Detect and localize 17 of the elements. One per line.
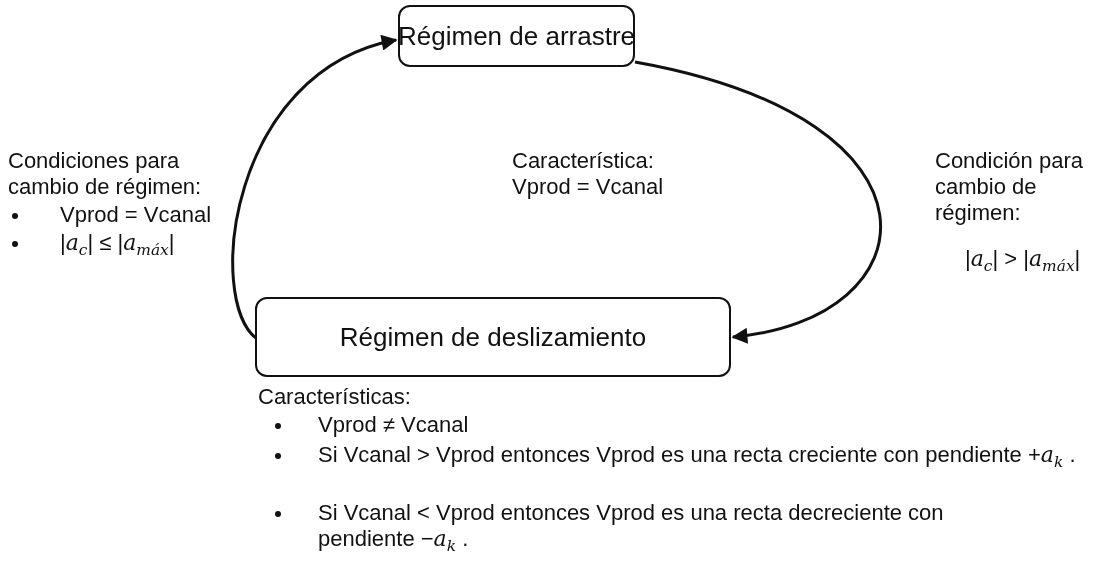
- note: |a$_{c}$| > |a$_{máx}$|: [965, 246, 1081, 278]
- node-caption: Si Vcanal < Vprod entonces Vprod es una recta decreciente con pendiente −a$_{k}$ .: [318, 500, 945, 558]
- node-label: Régimen de arrastre: [398, 20, 635, 52]
- process-box: [398, 5, 635, 67]
- process-box: [255, 297, 731, 377]
- curved-arrow: [634, 60, 882, 343]
- node-label: Régimen de deslizamiento: [339, 321, 647, 353]
- note: Condiciones para cambio de régimen:: [8, 148, 203, 200]
- node-caption: Vprod = Vcanal: [512, 174, 664, 200]
- node-caption: Si Vcanal > Vprod entonces Vprod es una recta creciente con pendiente +a$_{k}$ .: [318, 442, 1077, 474]
- bullet-text: Vprod = Vcanal: [60, 202, 212, 228]
- node-caption: Características:: [258, 384, 411, 410]
- node-caption: Característica:: [512, 148, 654, 174]
- note: Condición para cambio de régimen:: [935, 148, 1084, 226]
- bullet-text: |a$_{c}$| ≤ |a$_{máx}$|: [60, 230, 175, 262]
- curved-arrow: [231, 36, 398, 340]
- node-caption: Vprod ≠ Vcanal: [318, 412, 469, 438]
